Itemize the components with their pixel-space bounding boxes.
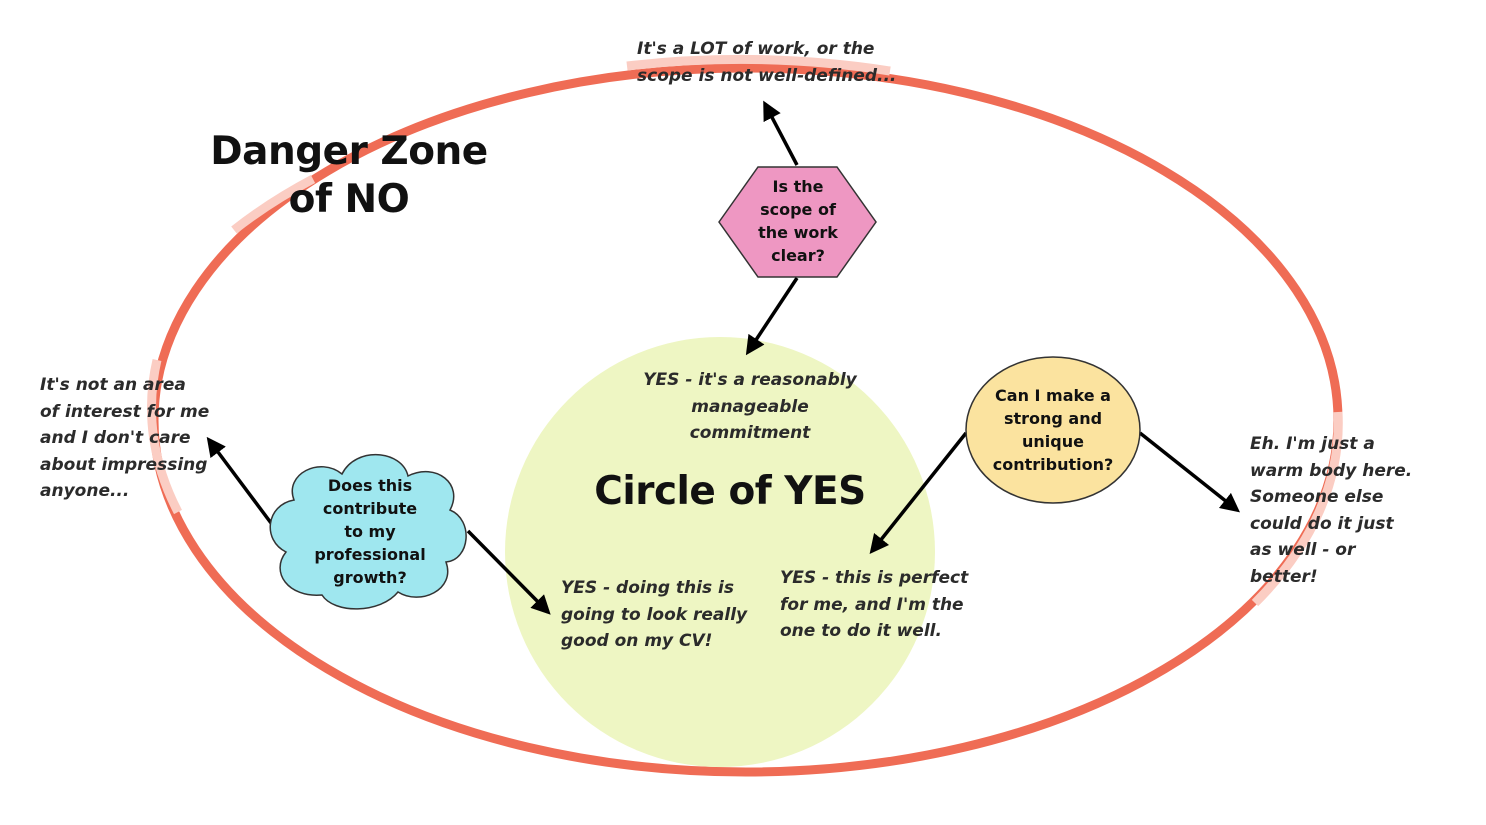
danger-zone-ring-light-segment [626,55,891,76]
arrow-growth-no [206,436,276,529]
arrow-scope-no [763,100,799,166]
arrow-growth-yes [466,529,551,615]
contribution-question-circle [965,356,1141,504]
scope-no-note: It's a LOT of work, or the scope is not … [637,39,897,86]
growth-no-note: It's not an area of interest for me and … [40,375,210,501]
arrow-contribution-no [1138,431,1241,513]
scope-question-hexagon [718,166,877,278]
contribution-no-note: Eh. I'm just a warm body here. Someone e… [1250,434,1413,587]
contribution-yes-note: YES - this is perfect for me, and I'm th… [780,568,969,641]
circle-of-yes [505,337,935,767]
contribution-question-label: Can I make a strong and unique contribut… [992,386,1114,474]
arrow-contribution-yes [869,431,968,555]
circle-of-yes-title: Circle of YES [594,469,866,514]
growth-question-label: Does this contribute to my professional … [314,476,426,587]
arrow-scope-yes [745,277,799,356]
scope-yes-note: YES - it's a reasonably manageable commi… [643,370,857,443]
danger-zone-ring-light-segment [231,175,316,234]
danger-zone-ring-light-segment [147,358,182,515]
scope-question-label: Is the scope of the work clear? [758,177,838,265]
growth-question-cloud [269,453,467,610]
danger-zone-ring-light-segment [1251,411,1343,607]
danger-zone-title: Danger Zone of NO [210,129,488,222]
growth-yes-note: YES - doing this is going to look really… [561,578,748,651]
